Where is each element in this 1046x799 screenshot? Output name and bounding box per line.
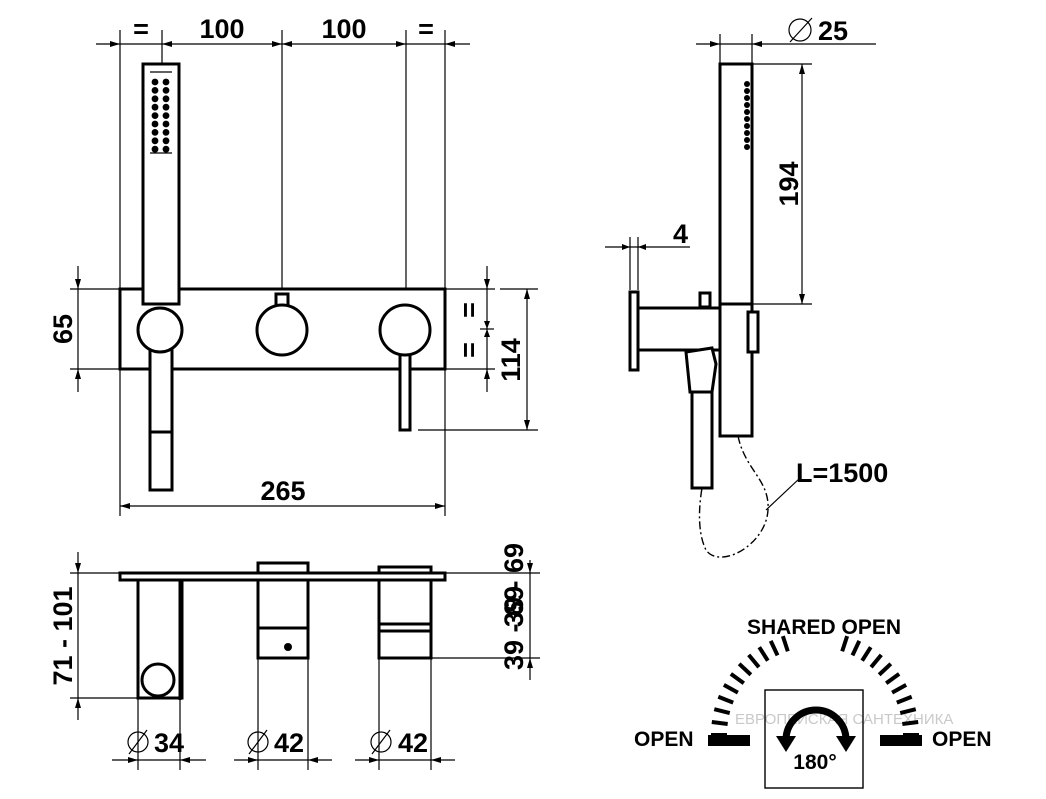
hose-length-label: L=1500 xyxy=(796,458,888,488)
dim-top-100-right: 100 xyxy=(321,14,366,44)
dim-left-projection: 71 - 101 xyxy=(48,586,78,685)
open-right-label: OPEN xyxy=(932,728,992,751)
handle-top-view-box xyxy=(764,689,864,789)
side-knob-top xyxy=(698,291,712,309)
dim-diameter-lines xyxy=(112,658,455,770)
rotation-angle-label: 180° xyxy=(793,751,836,774)
bottom-middle-knob xyxy=(256,578,310,660)
side-holder-clip xyxy=(746,310,760,354)
shared-open-label: SHARED OPEN xyxy=(747,616,901,639)
dim-265-lines xyxy=(119,369,446,516)
dim-equal-lines xyxy=(445,266,495,392)
dim-39-69-lines xyxy=(431,560,540,680)
dim-194-lines xyxy=(752,63,812,305)
bottom-view: 71 - 101 39 - 69 39 - 69 xyxy=(48,543,540,770)
dim-65-lines xyxy=(70,266,120,392)
side-view: 25 194 4 L=1500 xyxy=(605,16,888,558)
operation-diagram: ЕВРОПЕЙСКАЯ САНТЕХНИКА SHARED OPEN OPEN … xyxy=(634,616,992,789)
side-lever-rod xyxy=(690,390,714,490)
dim-4-lines xyxy=(605,237,690,290)
bottom-right-cap xyxy=(377,565,433,575)
bottom-hose-connector xyxy=(140,662,176,698)
dim-right-projection: 39 - 69 xyxy=(499,586,529,670)
dim-diameter-34: 34 xyxy=(154,728,184,758)
side-lever-head xyxy=(684,346,718,394)
dim-71-101-lines xyxy=(70,552,140,720)
open-right-bar xyxy=(880,735,922,746)
dim-diameter-42-middle: 42 xyxy=(274,728,304,758)
rotation-arrow-left-head xyxy=(776,736,796,752)
dim-diameter-42-right: 42 xyxy=(398,728,428,758)
side-body xyxy=(636,306,722,352)
dim-plate-width: 265 xyxy=(260,476,305,506)
bottom-middle-cap xyxy=(256,561,310,575)
dim-114-lines xyxy=(418,288,538,431)
dim-top-equal-left: = xyxy=(133,14,149,44)
top-dimension-lines xyxy=(96,30,470,310)
dim-top-100-left: 100 xyxy=(199,14,244,44)
dim-overall-height: 114 xyxy=(496,338,526,382)
dim-equal-lower: = xyxy=(454,342,484,358)
hand-shower-handle xyxy=(141,62,181,306)
shower-outlet-knob xyxy=(136,306,184,354)
dim-handle-diameter: 25 xyxy=(818,16,848,46)
dim-25-lines xyxy=(696,17,876,64)
front-view: = 100 100 = 65 xyxy=(48,14,538,516)
diverter-knob xyxy=(255,303,309,357)
dim-handle-length: 194 xyxy=(774,161,804,206)
shower-holder-bar xyxy=(148,338,174,492)
mixer-knob xyxy=(378,303,432,357)
dim-top-equal-right: = xyxy=(418,14,434,44)
side-nozzles xyxy=(744,81,750,150)
bottom-right-knob xyxy=(377,578,433,660)
dim-equal-upper: = xyxy=(454,302,484,318)
rotation-arrow-right-head xyxy=(836,736,856,752)
rotation-arrow-arc xyxy=(782,706,850,741)
dim-plate-height: 65 xyxy=(48,314,78,344)
dim-plate-thickness: 4 xyxy=(673,219,688,249)
shower-nozzles xyxy=(150,71,172,154)
dim-right-projection-total: 39 - 69 xyxy=(499,543,529,627)
open-left-label: OPEN xyxy=(634,728,694,751)
open-left-bar xyxy=(708,735,750,746)
